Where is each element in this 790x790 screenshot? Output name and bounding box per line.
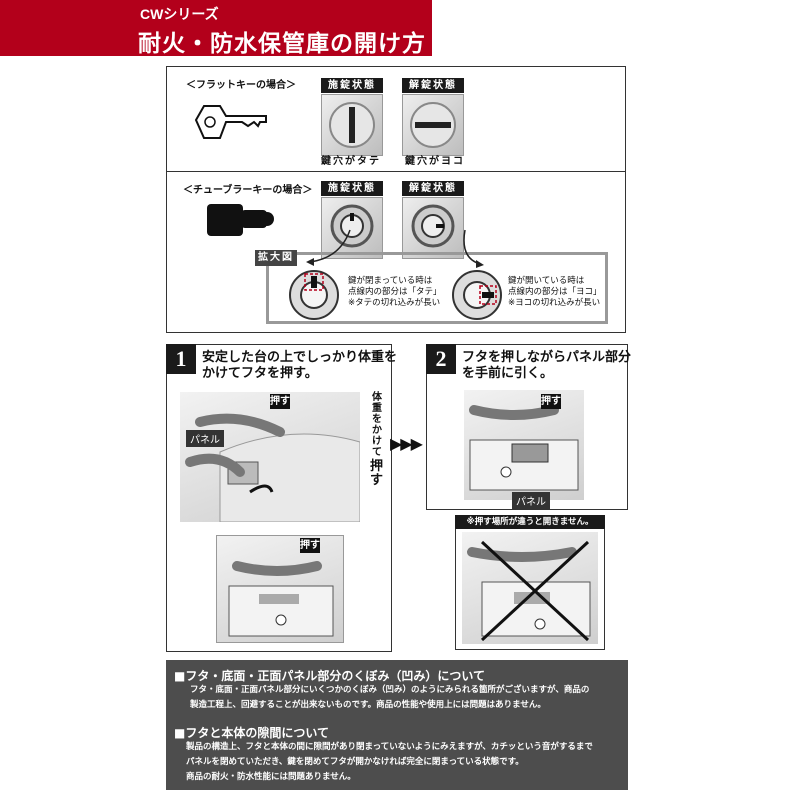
warning-text: ※押す場所が違うと開きません。: [455, 515, 605, 529]
key-instructions-panel: [166, 66, 626, 333]
zoom-tag: 拡大図: [255, 250, 297, 266]
keyhole-horizontal-icon: [410, 102, 456, 148]
tubular-key-label: ＜チューブラーキーの場合＞: [183, 185, 313, 196]
note-1-body: フタ・底面・正面パネル部分にいくつかのくぼみ（凹み）のようにみられる箇所がござい…: [190, 685, 590, 710]
step-1-number: 1: [166, 344, 196, 374]
safe-illustration: [185, 413, 361, 523]
step-1-panel-label: パネル: [186, 430, 224, 447]
header-banner: [0, 0, 432, 56]
note-2-body: 製品の構造上、フタと本体の間に隙間があり閉まっていないようにみえますが、カチッと…: [186, 742, 593, 782]
tubular-locked-tag: 施錠状態: [321, 181, 383, 196]
next-arrows-icon: ▶▶▶: [390, 434, 423, 453]
zoom-arrows: [306, 229, 484, 268]
zoom-unlocked-keyhole-icon: [452, 270, 502, 320]
step-2-photo: [464, 390, 584, 500]
safe-illustration: [228, 561, 334, 637]
warning-photo: [462, 532, 598, 644]
tubular-locked-keyhole: [321, 197, 383, 259]
tubular-keyhole-icon: [411, 204, 455, 248]
panel-divider: [166, 171, 626, 172]
zoom-locked-keyhole-icon: [289, 270, 339, 320]
step-2-panel-label: パネル: [512, 492, 550, 509]
safe-illustration: [469, 405, 579, 491]
series-label: CWシリーズ: [140, 6, 219, 22]
weight-press: 押す: [370, 459, 384, 488]
step-2-press-label: 押す: [541, 394, 561, 409]
flat-locked-tag: 施錠状態: [321, 78, 383, 93]
step-1-press-label-2: 押す: [300, 538, 320, 553]
step-2-text: フタを押しながらパネル部分 を手前に引く。: [462, 350, 632, 381]
flat-locked-caption: 鍵穴がタテ: [321, 156, 381, 167]
step-2-panel: [426, 344, 628, 510]
tubular-unlocked-keyhole: [402, 197, 464, 259]
step-1-text: 安定した台の上でしっかり体重を かけてフタを押す。: [202, 350, 398, 381]
flat-key-icon: [194, 105, 267, 139]
page-title: 耐火・防水保管庫の開け方: [138, 31, 426, 57]
tubular-keyhole-icon: [330, 204, 374, 248]
step-2-number: 2: [426, 344, 456, 374]
flat-unlocked-keyhole: [402, 94, 464, 156]
flat-unlocked-caption: 鍵穴がヨコ: [405, 156, 465, 167]
flat-locked-keyhole: [321, 94, 383, 156]
step-1-photo: [180, 392, 361, 523]
zoom-unlocked-note: 鍵が開いている時は 点線内の部分は「ヨコ」 ※ヨコの切れ込みが長い: [508, 276, 602, 308]
weight-note: 体 重 を か け て: [372, 392, 382, 458]
step-1-press-label: 押す: [270, 394, 290, 409]
keyhole-vertical-icon: [329, 102, 375, 148]
wrong-press-illustration: [467, 540, 591, 642]
notes-panel: [166, 660, 628, 790]
note-2-heading: ■フタと本体の隙間について: [174, 726, 329, 740]
note-1-heading: ■フタ・底面・正面パネル部分のくぼみ（凹み）について: [174, 669, 485, 683]
zoom-locked-note: 鍵が閉まっている時は 点線内の部分は「タテ」 ※タテの切れ込みが長い: [348, 276, 442, 308]
tubular-unlocked-tag: 解錠状態: [402, 181, 464, 196]
flat-key-label: ＜フラットキーの場合＞: [186, 80, 296, 91]
step-1-panel: [166, 344, 392, 652]
tubular-key-icon: [207, 204, 274, 236]
flat-unlocked-tag: 解錠状態: [402, 78, 464, 93]
step-1-photo-2: [216, 535, 344, 643]
zoom-view: [266, 252, 608, 324]
